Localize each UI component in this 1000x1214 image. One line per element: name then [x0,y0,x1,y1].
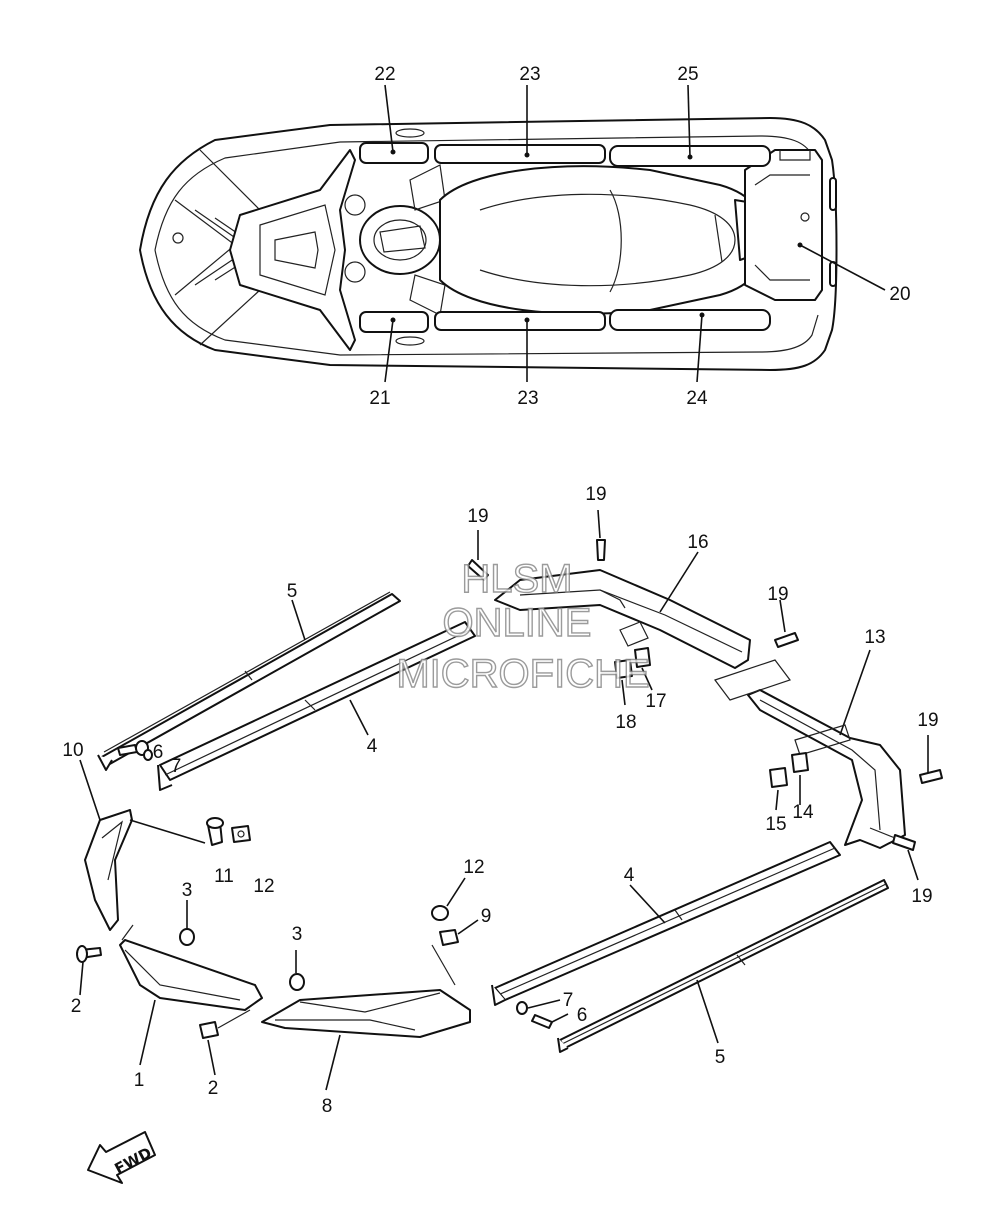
rear-deck [744,149,823,301]
callout-18: 18 [615,712,636,733]
callout-20: 20 [889,284,910,305]
callout-15: 15 [765,814,786,835]
screw-2-lower-icon [199,1021,219,1039]
callout-19-e: 19 [911,886,932,907]
callout-3-left: 3 [182,880,193,901]
nut-12-center-icon [431,905,449,921]
watermark: HLSM ONLINE MICROFICHE [396,556,651,696]
callout-17: 17 [645,691,666,712]
bolt-17-icon [634,647,651,668]
callout-8: 8 [322,1096,333,1117]
fasteners [76,509,943,1076]
callout-4-upper: 4 [367,736,378,757]
callout-labels: 22 23 25 20 21 23 24 19 19 16 19 13 19 1… [62,64,938,1117]
part-8-bow-plate [261,989,471,1038]
rivet-19-b-icon [596,539,606,561]
fwd-arrow-icon: FWD [87,1131,156,1184]
screw-6-upper-icon [117,744,138,756]
callout-12-center: 12 [463,857,484,878]
steering-area [359,205,441,275]
callout-16: 16 [687,532,708,553]
callout-6-lower: 6 [577,1005,588,1026]
callout-14: 14 [792,802,814,823]
callout-25: 25 [677,64,698,85]
callout-2-left: 2 [71,996,82,1017]
callout-19-d: 19 [917,710,938,731]
bolt-14-icon [791,752,809,773]
callout-19-b: 19 [585,484,606,505]
callout-10: 10 [62,740,83,761]
callout-4-lower: 4 [624,865,635,886]
washer-3-icon [179,928,195,946]
washer-3-right-icon [289,973,305,991]
callout-12-left: 12 [253,876,274,897]
rivet-19-d-icon [919,769,943,784]
callout-21: 21 [369,388,390,409]
callout-7-lower: 7 [563,990,574,1011]
callout-9: 9 [481,906,492,927]
callout-1: 1 [134,1070,145,1091]
mat-23-bottom [434,311,606,331]
nut-12-icon [231,825,251,843]
callout-6-upper: 6 [153,742,164,763]
callout-2-lower: 2 [208,1078,219,1099]
rivet-19-a-icon [467,559,489,581]
part-1-bow-lower [119,939,263,1011]
bow-deck [229,149,356,351]
callout-5-lower: 5 [715,1047,726,1068]
callout-24: 24 [686,388,708,409]
mat-24 [609,309,771,331]
callout-22: 22 [374,64,395,85]
part-13-rear-corner [747,689,906,849]
callout-13: 13 [864,627,885,648]
callout-19-a: 19 [467,506,488,527]
rivet-19-c-icon [774,632,799,648]
part-16-rear-bracket [494,569,751,669]
callout-3-right: 3 [292,924,303,945]
callout-23-top: 23 [519,64,540,85]
callout-11: 11 [214,866,234,887]
watercraft-top-view [139,84,886,383]
washer-7-lower-icon [516,1001,528,1015]
nut-18-icon [614,659,633,679]
part-10-bow-side [84,809,133,931]
callout-23-bottom: 23 [517,388,538,409]
watermark-line-3: MICROFICHE [396,652,649,696]
screw-6-lower-icon [531,1014,553,1029]
decal-patch [714,659,791,701]
callout-5-upper: 5 [287,581,298,602]
watermark-line-1: HLSM [461,557,572,601]
callout-7-upper: 7 [171,756,182,777]
nut-15-icon [769,767,788,788]
watermark-line-2: ONLINE [443,601,592,645]
mat-23-top [434,144,606,164]
bolt-9-icon [439,929,459,946]
seat [439,165,766,315]
rivet-19-e-icon [892,834,916,851]
callout-19-c: 19 [767,584,788,605]
